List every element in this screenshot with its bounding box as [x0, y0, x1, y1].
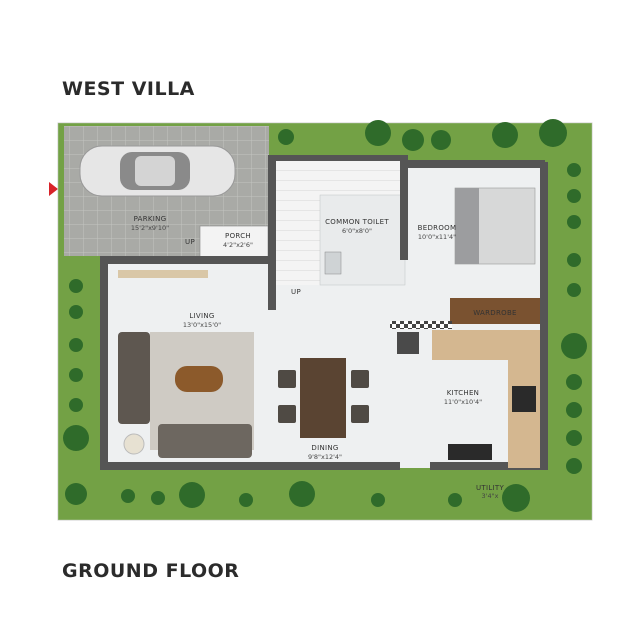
- staircase-top: [275, 160, 405, 195]
- kitchen-label: KITCHEN: [447, 389, 479, 397]
- toilet-label: COMMON TOILET: [325, 218, 389, 226]
- sofa-bottom: [158, 424, 252, 458]
- hob: [512, 386, 536, 412]
- porch-area: [199, 225, 269, 259]
- dining-table: [300, 358, 346, 438]
- plan-title: WEST VILLA: [62, 78, 195, 100]
- plants: [63, 119, 587, 512]
- console-unit: [118, 270, 208, 278]
- living-label: LIVING: [189, 312, 214, 320]
- porch-up-label: UP: [185, 238, 195, 246]
- toilet-fixture: [324, 251, 342, 275]
- dining-label: DINING: [311, 444, 338, 452]
- car-icon: [79, 145, 236, 197]
- wardrobe-label: WARDROBE: [473, 309, 517, 317]
- living-dims: 13'0"x15'0": [183, 321, 221, 329]
- fridge: [397, 332, 419, 354]
- stair-up-label: UP: [291, 288, 301, 296]
- dining-chairs: [278, 370, 369, 423]
- wardrobe-unit: [450, 298, 540, 324]
- porch-label: PORCH: [225, 232, 251, 240]
- north-arrow-marker: [49, 182, 58, 196]
- kitchen-counter: [432, 330, 540, 468]
- staircase: [275, 195, 320, 285]
- bed-cover: [455, 188, 479, 264]
- porch-dims: 4'2"x2'6": [223, 241, 253, 249]
- kitchen-dims: 11'0"x10'4": [444, 398, 482, 406]
- toilet-dims: 6'0"x8'0": [342, 227, 372, 235]
- floor-title: GROUND FLOOR: [62, 560, 240, 582]
- sink: [448, 444, 492, 460]
- bedroom-label: BEDROOM: [418, 224, 457, 232]
- sofa-left: [118, 332, 150, 424]
- toilet-floor: [319, 194, 406, 286]
- bedroom-dims: 10'0"x11'4": [418, 233, 456, 241]
- door-threshold: [390, 321, 452, 329]
- parking-dims: 15'2"x9'10": [131, 224, 169, 232]
- dining-dims: 9'8"x12'4": [308, 453, 342, 461]
- utility-label: UTILITY: [476, 484, 505, 492]
- coffee-table: [175, 366, 223, 392]
- utility-dims: 3'4"x: [482, 492, 499, 500]
- walls: [100, 155, 548, 470]
- side-table: [123, 433, 145, 455]
- parking-label: PARKING: [134, 215, 167, 223]
